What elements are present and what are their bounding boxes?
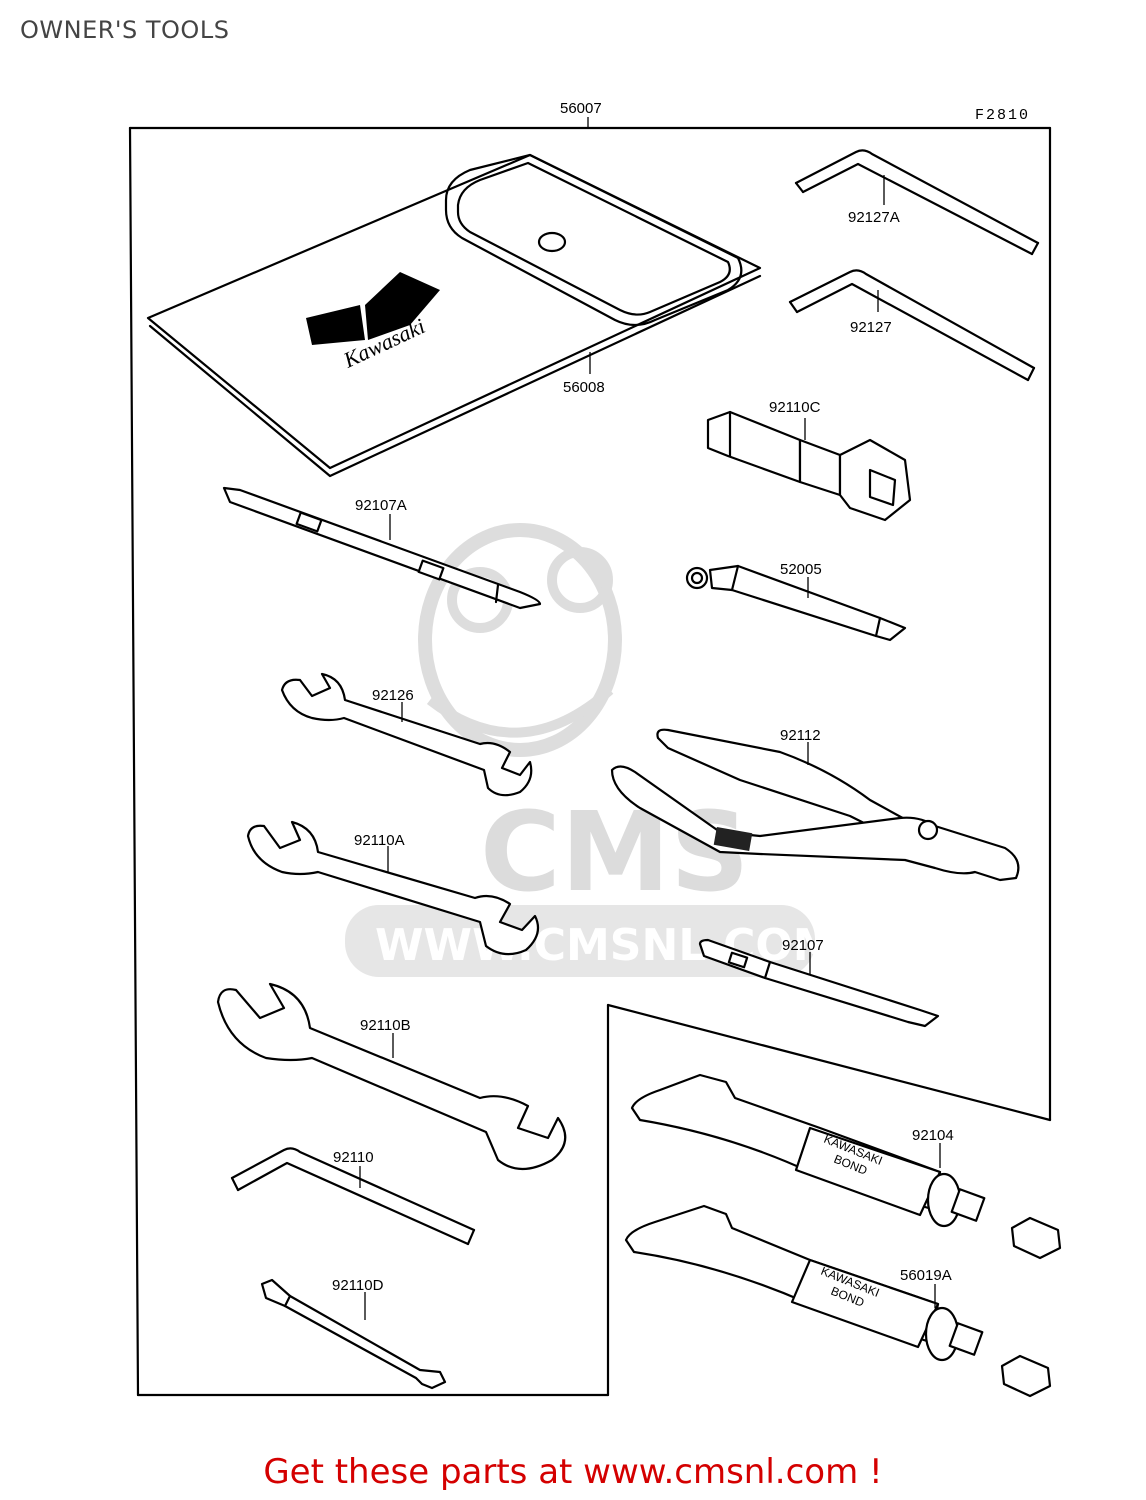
footer-cta[interactable]: Get these parts at www.cmsnl.com !: [263, 1452, 883, 1492]
bond-tube-56019a: KAWASAKI BOND: [624, 1204, 1052, 1398]
part-label-92110c: 92110C: [769, 399, 821, 416]
wrench-92110a: [246, 820, 540, 956]
part-label-92110: 92110: [333, 1149, 374, 1166]
part-label-92110a: 92110A: [354, 832, 405, 849]
part-label-92126: 92126: [372, 687, 414, 704]
hex-key-92127: [788, 269, 1036, 382]
hex-key-92110: [230, 1147, 476, 1246]
screwdriver-92107a: [222, 486, 542, 610]
part-label-56019a: 56019A: [900, 1267, 952, 1284]
page-title: OWNER'S TOOLS: [20, 16, 230, 44]
part-label-92107a: 92107A: [355, 497, 407, 514]
screwdriver-grip-52005: [685, 564, 907, 642]
part-label-92127a: 92127A: [848, 209, 900, 226]
watermark: CMS WWW.CMSNL.COM: [345, 523, 837, 977]
wrench-92126: [280, 672, 533, 797]
watermark-logo: CMS: [480, 788, 749, 916]
plug-wrench-92110c: [706, 410, 912, 522]
wrench-92110b: [216, 982, 567, 1171]
part-label-92127: 92127: [850, 319, 892, 336]
hex-key-92127a: [794, 149, 1040, 256]
box-wrench-92110d: [260, 1278, 447, 1390]
pliers-92112: [610, 728, 1020, 882]
frame-outline: [128, 117, 1052, 1397]
part-label-56008: 56008: [563, 379, 605, 396]
tool-pouch: Kawasaki: [146, 153, 762, 478]
part-label-52005: 52005: [780, 561, 822, 578]
assembly-part-number: 56007: [560, 100, 602, 117]
part-label-92107: 92107: [782, 937, 824, 954]
part-label-92110b: 92110B: [360, 1017, 411, 1034]
part-label-92104: 92104: [912, 1127, 954, 1144]
screwdriver-92107: [698, 938, 940, 1028]
part-label-92112: 92112: [780, 727, 821, 744]
figure-code: F2810: [975, 107, 1030, 124]
part-label-92110d: 92110D: [332, 1277, 384, 1294]
